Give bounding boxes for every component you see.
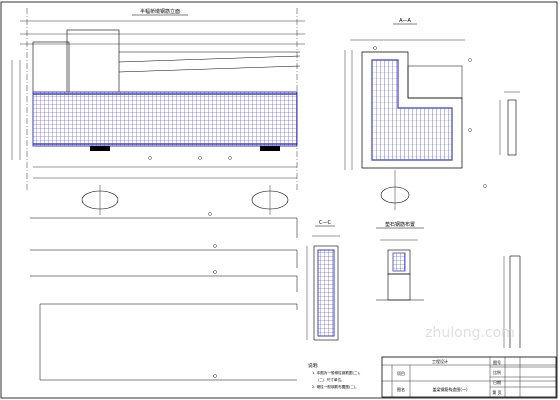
- cap-layout-pad-rebar: [392, 252, 406, 272]
- callout-3: [228, 156, 232, 160]
- section-c-view: C—C: [306, 220, 340, 341]
- stirrup-callout: [483, 184, 487, 188]
- section-a-callout-3: [468, 128, 472, 132]
- front-elevation-title: 半幅桥墩钢筋立面: [140, 8, 180, 15]
- title-block: 工程设计 项目 图名 盖梁钢筋构造图(一) 图号 比例 日期 第 页: [381, 356, 557, 398]
- stirrup-detail: [483, 91, 520, 188]
- stirrup-shape: [507, 99, 517, 156]
- notes-line-3: 2. 墩柱一般钢筋布置图(二)。: [312, 384, 359, 389]
- cap-layout-pad-bottom: [387, 273, 411, 301]
- callout-4: [208, 212, 212, 216]
- notes-heading: 说明:: [308, 362, 319, 369]
- callout-5: [213, 244, 217, 248]
- title-block-project-label: 项目: [397, 370, 405, 376]
- front-elevation-view: 半幅桥墩钢筋立面: [11, 8, 305, 215]
- cap-beam-reinforcement: [32, 91, 298, 147]
- title-block-field-3: 日期: [493, 379, 501, 385]
- title-block-field-1: 图号: [493, 359, 501, 365]
- section-c-title: C—C: [319, 220, 331, 226]
- section-c-rebar: [317, 249, 335, 337]
- notes-block: 说明: 1. 本图为一般墩柱钢筋图(二)。 (二). 尺寸单位。 2. 墩柱一般…: [308, 362, 363, 389]
- section-a-rebar: [371, 59, 453, 161]
- rebar-details: [30, 212, 298, 381]
- section-a-title: A—A: [399, 18, 411, 24]
- center-block: [66, 29, 120, 93]
- watermark: zhulong.com: [425, 325, 515, 341]
- callout-1: [148, 156, 152, 160]
- cap-layout-title: 垫石钢筋布置: [385, 221, 415, 228]
- notes-line-1: 1. 本图为一般墩柱钢筋图(二)。: [312, 370, 363, 375]
- section-a-callout-2: [468, 58, 472, 62]
- title-block-drawing-name: 盖梁钢筋构造图(一): [432, 386, 468, 392]
- vertical-bar-detail: [503, 255, 521, 348]
- slope-line-2: [118, 65, 301, 73]
- title-block-company: 工程设计: [432, 358, 448, 364]
- notes-line-2: (二). 尺寸单位。: [318, 377, 345, 382]
- section-c-outline: [313, 245, 339, 341]
- title-block-drawing-label: 图名: [397, 386, 405, 392]
- slope-line: [118, 55, 301, 63]
- bearing-pad-left: [90, 146, 110, 151]
- cap-layout-view: 垫石钢筋布置: [376, 221, 424, 301]
- bearing-pad-right: [260, 146, 280, 151]
- callout-2: [198, 156, 202, 160]
- left-block: [32, 41, 70, 93]
- section-a-view: A—A: [344, 18, 472, 210]
- section-a-callout-1: [373, 46, 377, 50]
- callout-6: [213, 270, 217, 274]
- callout-7: [213, 374, 217, 378]
- title-block-field-4: 第 页: [492, 389, 501, 395]
- section-a-top-stub: [407, 65, 463, 99]
- title-block-field-2: 比例: [493, 369, 501, 375]
